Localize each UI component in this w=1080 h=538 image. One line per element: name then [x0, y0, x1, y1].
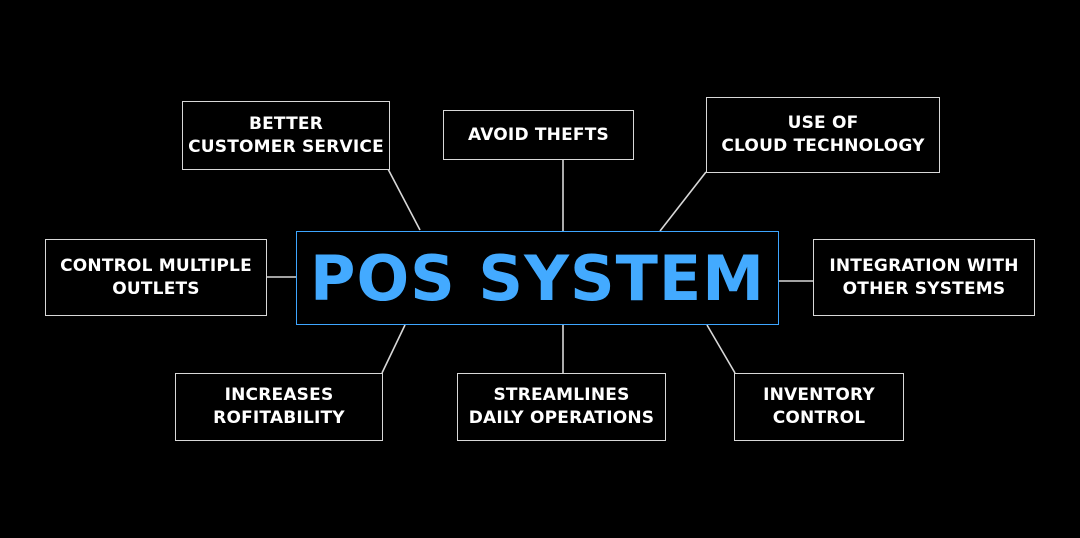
- node-cloud-technology: USE OF CLOUD TECHNOLOGY: [706, 97, 940, 173]
- connector-better-customer-service: [387, 168, 421, 231]
- connector-profitability: [381, 324, 406, 374]
- center-node-pos-system: POS SYSTEM: [296, 231, 779, 325]
- node-integration: INTEGRATION WITH OTHER SYSTEMS: [813, 239, 1035, 316]
- node-label: STREAMLINES DAILY OPERATIONS: [468, 385, 655, 428]
- node-inventory: INVENTORY CONTROL: [734, 373, 904, 441]
- node-avoid-thefts: AVOID THEFTS: [443, 110, 634, 160]
- connector-cloud-technology: [659, 171, 707, 232]
- center-label: POS SYSTEM: [310, 241, 765, 315]
- connector-inventory: [706, 324, 736, 374]
- node-label: INTEGRATION WITH OTHER SYSTEMS: [829, 255, 1019, 299]
- node-label: USE OF CLOUD TECHNOLOGY: [721, 113, 925, 156]
- node-label: CONTROL MULTIPLE OUTLETS: [60, 255, 252, 299]
- node-control-outlets: CONTROL MULTIPLE OUTLETS: [45, 239, 267, 316]
- node-streamlines: STREAMLINES DAILY OPERATIONS: [457, 373, 666, 441]
- node-label: AVOID THEFTS: [468, 124, 609, 145]
- node-label: INCREASES ROFITABILITY: [213, 385, 345, 428]
- node-label: INVENTORY CONTROL: [763, 385, 875, 428]
- node-profitability: INCREASES ROFITABILITY: [175, 373, 383, 441]
- node-better-customer-service: BETTER CUSTOMER SERVICE: [182, 101, 390, 170]
- node-label: BETTER CUSTOMER SERVICE: [188, 113, 384, 157]
